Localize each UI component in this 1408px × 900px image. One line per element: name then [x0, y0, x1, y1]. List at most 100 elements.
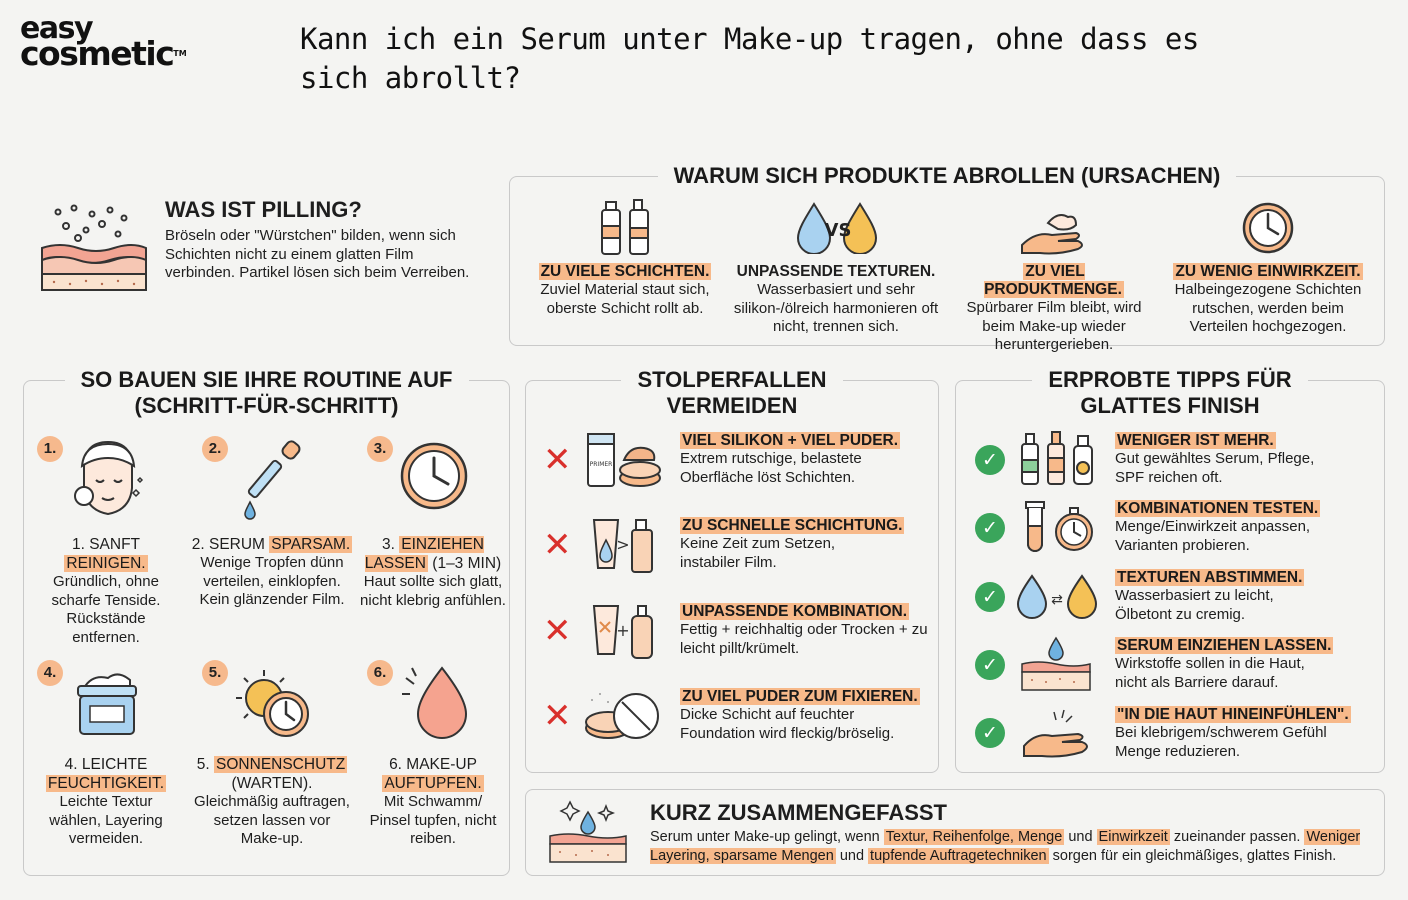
- pilling-heading: WAS IST PILLING?: [165, 197, 362, 222]
- cause-text-3: Spürbarer Film bleibt, wird beim Make-up…: [966, 299, 1142, 353]
- svg-text:>: >: [616, 535, 629, 554]
- pitfall-text-2: Keine Zeit zum Setzen, instabiler Film.: [680, 535, 836, 571]
- step-3-post: (1–3 MIN): [432, 555, 502, 572]
- step-number-1: 1.: [37, 436, 63, 462]
- step-1-highlight: REINIGEN.: [64, 555, 148, 572]
- step-3-text: Haut sollte sich glatt, nicht klebrig an…: [360, 573, 506, 609]
- pitfalls-heading-2: VERMEIDEN: [666, 393, 798, 419]
- pitfall-text-4: Dicke Schicht auf feuchter Foundation wi…: [680, 706, 895, 742]
- tip-text-2: Menge/Einwirkzeit anpassen, Varianten pr…: [1115, 518, 1311, 554]
- skin-absorb-icon: [1021, 636, 1091, 691]
- step-6-highlight: AUFTUPFEN.: [382, 775, 484, 792]
- vs-label: VS: [825, 220, 852, 241]
- step-4-highlight: FEUCHTIGKEIT.: [45, 775, 167, 792]
- pitfall-title-1: VIEL SILIKON + VIEL PUDER.: [680, 432, 901, 449]
- brand-line-1: easy: [20, 11, 94, 46]
- summary-part: und: [839, 847, 865, 864]
- summary-text: Serum unter Make-up gelingt, wenn Textur…: [650, 828, 1378, 865]
- cause-text-1: Zuviel Material staut sich, oberste Schi…: [540, 281, 710, 317]
- svg-text:⇄: ⇄: [1051, 592, 1063, 608]
- summary-heading: KURZ ZUSAMMENGEFASST: [650, 800, 947, 825]
- tip-title-2: KOMBINATIONEN TESTEN.: [1115, 500, 1321, 517]
- tips-heading-1: ERPROBTE TIPPS FÜR: [1032, 367, 1308, 393]
- step-2-text: Wenige Tropfen dünn verteilen, einklopfe…: [199, 554, 345, 608]
- step-6-pre: 6. MAKE-UP: [389, 756, 477, 773]
- step-5-post: (WARTEN).: [231, 775, 313, 792]
- pilling-text: Bröseln oder "Würstchen" bilden, wenn si…: [165, 227, 470, 281]
- step-1-pre: 1. SANFT: [71, 536, 141, 553]
- summary-part: Serum unter Make-up gelingt, wenn: [650, 829, 880, 845]
- check-icon: ✓: [975, 718, 1005, 748]
- tube-to-bottle-icon: >: [592, 519, 653, 573]
- step-2-highlight: SPARSAM.: [269, 536, 353, 553]
- dropper-icon: [244, 440, 301, 520]
- tube-plus-bottle-icon: +: [592, 605, 653, 659]
- check-icon: ✓: [975, 513, 1005, 543]
- skin-pilling-icon: [41, 204, 147, 291]
- brand-trademark: TM: [173, 49, 187, 58]
- tip-text-1: Gut gewähltes Serum, Pflege, SPF reichen…: [1115, 450, 1315, 486]
- cross-icon: ✕: [543, 696, 572, 736]
- check-icon: ✓: [975, 582, 1005, 612]
- routine-heading-2: (SCHRITT-FÜR-SCHRITT): [134, 393, 399, 419]
- step-number-4: 4.: [37, 660, 63, 686]
- causes-panel: WARUM SICH PRODUKTE ABROLLEN (URSACHEN): [509, 163, 1385, 346]
- summary-highlight: Textur, Reihenfolge, Menge: [883, 829, 1065, 845]
- water-oil-swap-icon: ⇄: [1016, 574, 1098, 619]
- step-5-highlight: SONNENSCHUTZ: [214, 756, 348, 773]
- check-icon: ✓: [975, 650, 1005, 680]
- cause-title-1: ZU VIELE SCHICHTEN.: [538, 263, 712, 280]
- water-vs-oil-icon: VS: [796, 202, 878, 254]
- skin-serum-sparkle-icon: [549, 800, 627, 863]
- svg-text:+: +: [616, 621, 629, 640]
- tip-title-3: TEXTUREN ABSTIMMEN.: [1115, 569, 1305, 586]
- moisturizer-jar-icon: [77, 673, 137, 735]
- hand-cream-icon: [1021, 214, 1083, 255]
- cause-title-2: UNPASSENDE TEXTUREN.: [736, 263, 936, 280]
- tip-title-5: "IN DIE HAUT HINEINFÜHLEN".: [1115, 706, 1351, 723]
- step-5-text: Gleichmäßig auftragen, setzen lassen vor…: [194, 793, 350, 847]
- summary-part: sorgen für ein gleichmäßiges, glattes Fi…: [1052, 847, 1337, 864]
- makeup-sponge-icon: [402, 666, 468, 739]
- pitfall-text-3: Fettig + reichhaltig oder Trocken + zu l…: [680, 621, 928, 657]
- step-number-2: 2.: [202, 436, 228, 462]
- wait-clock-icon: [400, 442, 468, 510]
- step-1-text: Gründlich, ohne scharfe Tenside. Rückstä…: [51, 573, 161, 646]
- three-bottles-icon: [1021, 431, 1093, 485]
- pitfall-title-2: ZU SCHNELLE SCHICHTUNG.: [680, 517, 905, 534]
- tip-text-3: Wasserbasiert zu leicht, Ölbetont zu cre…: [1115, 587, 1274, 623]
- summary-highlight: Einwirkzeit: [1096, 829, 1170, 845]
- check-icon: ✓: [975, 445, 1005, 475]
- step-2-pre: 2. SERUM: [191, 536, 265, 553]
- tip-title-4: SERUM EINZIEHEN LASSEN.: [1115, 637, 1334, 654]
- summary-part: zueinander passen.: [1173, 829, 1301, 845]
- brand-line-2: cosmetic: [20, 34, 175, 73]
- page-title: Kann ich ein Serum unter Make-up tragen,…: [300, 22, 1199, 95]
- primer-powder-icon: PRIMER: [587, 433, 661, 487]
- step-number-5: 5.: [202, 660, 228, 686]
- brand-logo: easy cosmeticTM: [20, 11, 187, 71]
- cross-icon: ✕: [543, 525, 572, 565]
- tip-text-5: Bei klebrigem/schwerem Gefühl Menge redu…: [1115, 724, 1327, 760]
- cause-text-2: Wasserbasiert und sehr silikon-/ölreich …: [733, 281, 939, 335]
- face-cleansing-icon: [74, 440, 144, 516]
- step-6-text: Mit Schwamm/ Pinsel tupfen, nicht reiben…: [369, 793, 497, 847]
- pitfall-title-4: ZU VIEL PUDER ZUM FIXIEREN.: [680, 688, 920, 705]
- test-tube-timer-icon: [1025, 501, 1093, 552]
- step-number-6: 6.: [367, 660, 393, 686]
- cause-text-4: Halbeingezogene Schichten rutschen, werd…: [1174, 281, 1362, 335]
- step-5-pre: 5.: [196, 756, 210, 773]
- tips-heading-2: GLATTES FINISH: [1080, 393, 1260, 419]
- bottles-icon: [601, 199, 649, 255]
- clock-icon: [1242, 202, 1294, 254]
- step-4-pre: 4. LEICHTE: [64, 756, 148, 773]
- routine-heading-1: SO BAUEN SIE IHRE ROUTINE AUF: [64, 367, 469, 393]
- tip-title-1: WENIGER IST MEHR.: [1115, 432, 1276, 449]
- summary-part: und: [1068, 829, 1093, 845]
- powder-puff-icon: [585, 693, 659, 739]
- cause-title-3: ZU VIEL PRODUKTMENGE.: [984, 263, 1124, 298]
- step-number-3: 3.: [367, 436, 393, 462]
- cross-icon: ✕: [543, 611, 572, 651]
- cross-icon: ✕: [543, 440, 572, 480]
- step-3-pre: 3.: [382, 536, 395, 553]
